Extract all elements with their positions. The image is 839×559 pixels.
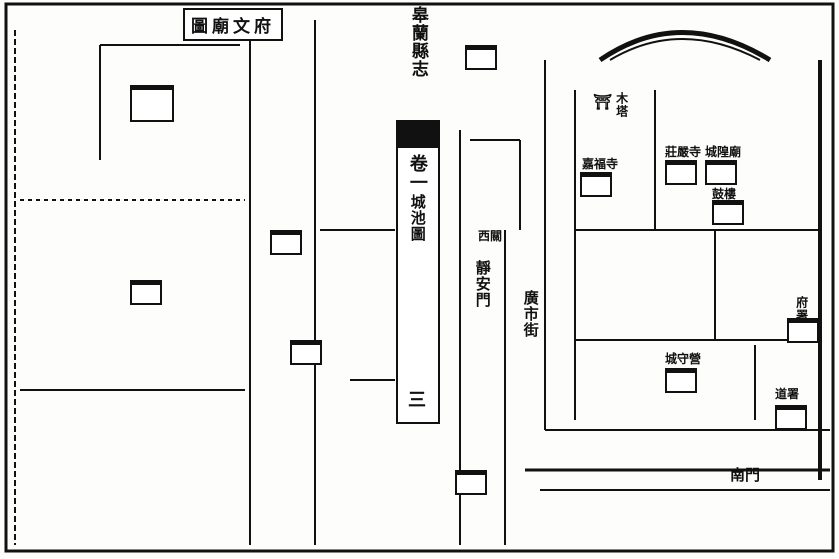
- drum-tower-icon: [712, 200, 744, 225]
- left-panel-title: 圖廟文府: [183, 8, 283, 41]
- building-icon: [290, 340, 322, 365]
- wooden-pagoda-icon: ⛩: [593, 93, 613, 111]
- building-icon: [130, 85, 174, 122]
- building-icon: [455, 470, 487, 495]
- building-icon: [705, 160, 737, 185]
- label-city-god-temple: 城隍廟: [705, 145, 742, 159]
- label-guangshi-street: 廣市街: [521, 290, 540, 338]
- label-drum-tower: 鼓樓: [712, 187, 737, 201]
- label-garrison-camp: 城守營: [665, 352, 702, 366]
- cartouche-cap: [398, 122, 438, 148]
- building-icon: [787, 318, 819, 343]
- map-title: 城池圖: [408, 194, 427, 242]
- page-number: 三: [408, 390, 426, 411]
- building-icon: [665, 368, 697, 393]
- label-zhuangyan-temple: 莊嚴寺: [665, 145, 702, 159]
- label-wooden-pagoda: 木塔: [614, 92, 629, 118]
- label-jiafu-temple: 嘉福寺: [582, 157, 619, 171]
- label-circuit-office: 道署: [775, 387, 800, 401]
- building-icon: [580, 172, 612, 197]
- book-title: 皋蘭縣志: [407, 6, 428, 78]
- volume-cartouche: 卷一 城池圖 三: [396, 120, 440, 424]
- label-prefecture-office: 府署: [794, 296, 809, 322]
- building-icon: [270, 230, 302, 255]
- building-icon: [130, 280, 162, 305]
- volume-label: 卷一: [406, 154, 428, 192]
- building-icon: [665, 160, 697, 185]
- label-jingan-gate: 靜安門: [473, 260, 492, 308]
- building-icon: [465, 45, 497, 70]
- building-icon: [775, 405, 807, 430]
- label-west-pass: 西關: [478, 229, 503, 243]
- label-south-gate: 南門: [730, 466, 761, 484]
